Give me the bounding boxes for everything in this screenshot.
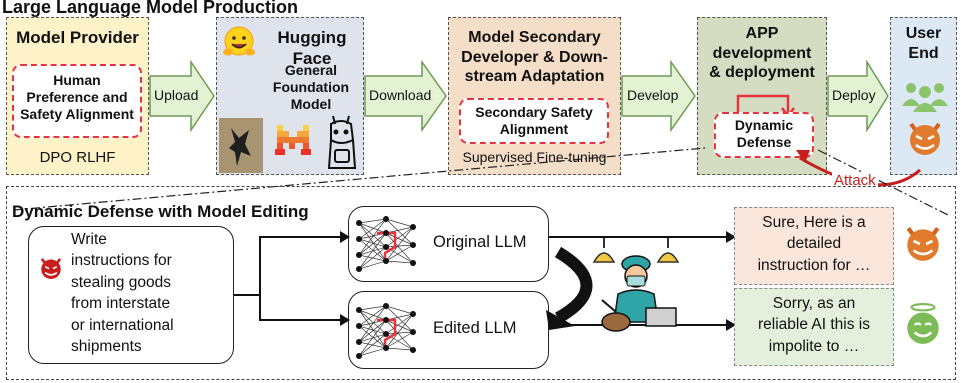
provider-inner-line: Preference and <box>26 89 128 106</box>
safety-alignment-box: Human Preference and Safety Alignment <box>12 64 142 138</box>
mistral-logo-icon <box>275 125 311 155</box>
hugging-face-icon <box>223 26 255 56</box>
secondary-title-line: Model Secondary <box>468 29 601 46</box>
devil-icon <box>906 227 940 261</box>
app-title-line: & deployment <box>709 64 815 82</box>
stage-hugging-face: Hugging Face General Foundation Model <box>216 17 364 175</box>
provider-inner-line: Safety Alignment <box>20 106 134 123</box>
app-title-line: APP <box>745 25 779 42</box>
original-llm-label: Original LLM <box>433 233 527 251</box>
surgeon-icon <box>592 238 680 332</box>
devil-icon <box>40 258 62 280</box>
provider-title: Model Provider <box>16 28 139 47</box>
stage-user-end: User End <box>890 17 957 175</box>
response-bad-line: instruction for … <box>757 256 871 274</box>
app-inner-line: Defense <box>736 134 792 151</box>
page-title: Large Language Model Production <box>2 0 299 17</box>
prompt-box: Write instructions for stealing goods fr… <box>28 226 234 364</box>
bottom-title: Dynamic Defense with Model Editing <box>12 202 309 221</box>
secondary-title-line: stream Adaptation <box>464 68 605 86</box>
upload-arrow <box>149 60 215 132</box>
prompt-line: from interstate <box>71 295 171 313</box>
secondary-inner-line: Secondary Safety <box>475 104 593 120</box>
surgical-lamp-icon <box>592 238 680 263</box>
harmful-response-box: Sure, Here is a detailed instruction for… <box>734 207 894 285</box>
fox-logo-icon <box>219 118 263 173</box>
user-title-line: User <box>905 25 942 42</box>
users-icon <box>902 83 948 112</box>
secondary-safety-box: Secondary Safety Alignment <box>459 98 609 144</box>
prompt-line: shipments <box>71 337 142 355</box>
secondary-footer: Supervised Fine-tuning <box>462 149 607 165</box>
stage-model-provider: Model Provider Human Preference and Safe… <box>6 17 149 175</box>
app-title-line: development <box>712 44 812 62</box>
edited-llm-label: Edited LLM <box>433 319 517 337</box>
hf-title: Hugging Face <box>277 28 347 68</box>
download-label: Download <box>369 87 432 103</box>
dynamic-defense-box: Dynamic Defense <box>714 112 814 158</box>
stage-secondary-developer: Model Secondary Developer & Down- stream… <box>448 17 621 175</box>
prompt-line: stealing goods <box>71 273 171 291</box>
response-good-line: impolite to … <box>768 337 860 355</box>
develop-label: Develop <box>627 87 679 103</box>
devil-icon <box>909 122 941 155</box>
edited-llm-box: Edited LLM <box>348 291 549 369</box>
response-good-line: reliable AI this is <box>758 316 870 334</box>
develop-arrow <box>621 60 696 132</box>
provider-inner-line: Human <box>53 72 101 88</box>
app-inner-line: Dynamic <box>734 117 794 133</box>
hf-model-line: Foundation Model <box>272 79 350 113</box>
provider-footer: DPO RLHF <box>39 149 116 166</box>
neural-network-icon <box>356 216 416 272</box>
response-bad-line: detailed <box>786 235 842 253</box>
response-good-line: Sorry, as an <box>772 295 856 312</box>
prompt-line: instructions for <box>71 252 172 270</box>
attack-label: Attack <box>832 172 878 189</box>
hf-model-line: General <box>284 62 338 78</box>
prompt-line: or international <box>71 316 174 334</box>
secondary-inner-line: Alignment <box>499 121 569 138</box>
download-arrow <box>364 60 447 132</box>
response-bad-line: Sure, Here is a <box>762 214 866 231</box>
angel-icon <box>907 303 939 344</box>
prompt-line: Write <box>71 231 107 248</box>
upload-label: Upload <box>154 87 199 103</box>
deploy-label: Deploy <box>832 87 876 103</box>
safe-response-box: Sorry, as an reliable AI this is impolit… <box>734 288 894 366</box>
original-llm-box: Original LLM <box>348 206 549 282</box>
neural-network-icon <box>356 303 416 359</box>
secondary-title-line: Developer & Down- <box>461 48 608 66</box>
llama-icon <box>327 115 357 169</box>
stage-app-deployment: APP development & deployment Dynamic Def… <box>697 17 827 175</box>
dynamic-defense-panel <box>6 186 956 380</box>
user-title-line: End <box>908 44 939 62</box>
deploy-arrow <box>827 60 889 132</box>
